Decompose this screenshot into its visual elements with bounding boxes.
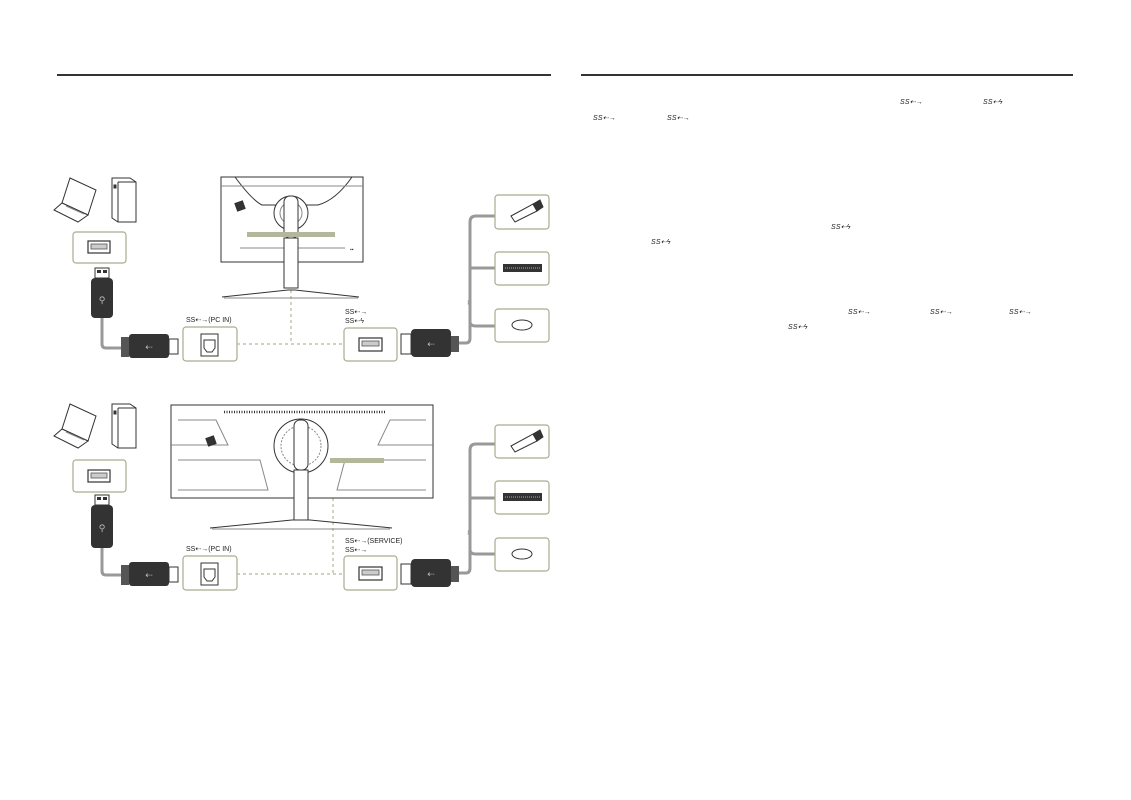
usb-flash-drive-icon	[510, 429, 544, 453]
desktop-tower-icon	[111, 177, 137, 223]
svg-text:⚲: ⚲	[99, 296, 106, 306]
pc-in-port-label: SS⇠→(PC IN)	[186, 317, 232, 324]
usb-flash-drive-icon	[510, 199, 544, 223]
pc-in-port-label: SS⇠→(PC IN)	[186, 546, 232, 553]
left-column-rule	[57, 74, 551, 76]
usb-charge-port-label: SS⇠ϟ	[345, 318, 364, 325]
service-port-label: SS⇠→(SERVICE)	[345, 538, 403, 545]
usb-charge-icon: SS⇠ϟ	[788, 324, 808, 331]
svg-text:⇠: ⇠	[427, 570, 435, 580]
usb-charge-icon: SS⇠ϟ	[831, 224, 851, 231]
mouse-icon	[511, 319, 533, 331]
usb-icon: SS⇠→	[848, 309, 872, 316]
svg-text:⇕: ⇕	[466, 299, 472, 307]
svg-text:⇠: ⇠	[145, 571, 153, 581]
monitor-back-1: ▪▪	[220, 176, 364, 299]
usb-b-plug-icon: ⇠	[121, 334, 179, 358]
desktop-tower-icon	[111, 403, 137, 449]
usb-charge-icon: SS⇠ϟ	[651, 239, 671, 246]
monitor-back-2	[170, 404, 434, 530]
usb-a-plug-icon: ⚲	[91, 267, 113, 318]
usb-icon: SS⇠→	[930, 309, 954, 316]
usb-port-label: SS⇠→	[345, 547, 368, 554]
svg-text:⇠: ⇠	[145, 343, 153, 353]
svg-text:⇠: ⇠	[427, 340, 435, 350]
usb-a-plug-icon: ⚲	[91, 494, 113, 548]
svg-text:⇕: ⇕	[466, 529, 472, 537]
usb-icon: SS⇠→	[900, 99, 924, 106]
usb-a-plug-horizontal-icon: ⇠	[400, 329, 459, 357]
keyboard-icon	[503, 264, 542, 272]
usb-icon: SS⇠→	[593, 115, 617, 122]
usb-a-plug-horizontal-icon: ⇠	[400, 559, 459, 587]
usb-icon: SS⇠→	[1009, 309, 1033, 316]
keyboard-icon	[503, 493, 542, 501]
right-column-rule	[581, 74, 1073, 76]
usb-charge-icon: SS⇠ϟ	[983, 99, 1003, 106]
laptop-icon	[53, 403, 97, 449]
mouse-icon	[511, 548, 533, 560]
usb-port-label: SS⇠→	[345, 309, 368, 316]
usb-b-plug-icon: ⇠	[121, 562, 179, 586]
svg-text:▪▪: ▪▪	[350, 247, 354, 253]
laptop-icon	[53, 177, 97, 223]
usb-icon: SS⇠→	[667, 115, 691, 122]
svg-text:⚲: ⚲	[99, 524, 106, 534]
